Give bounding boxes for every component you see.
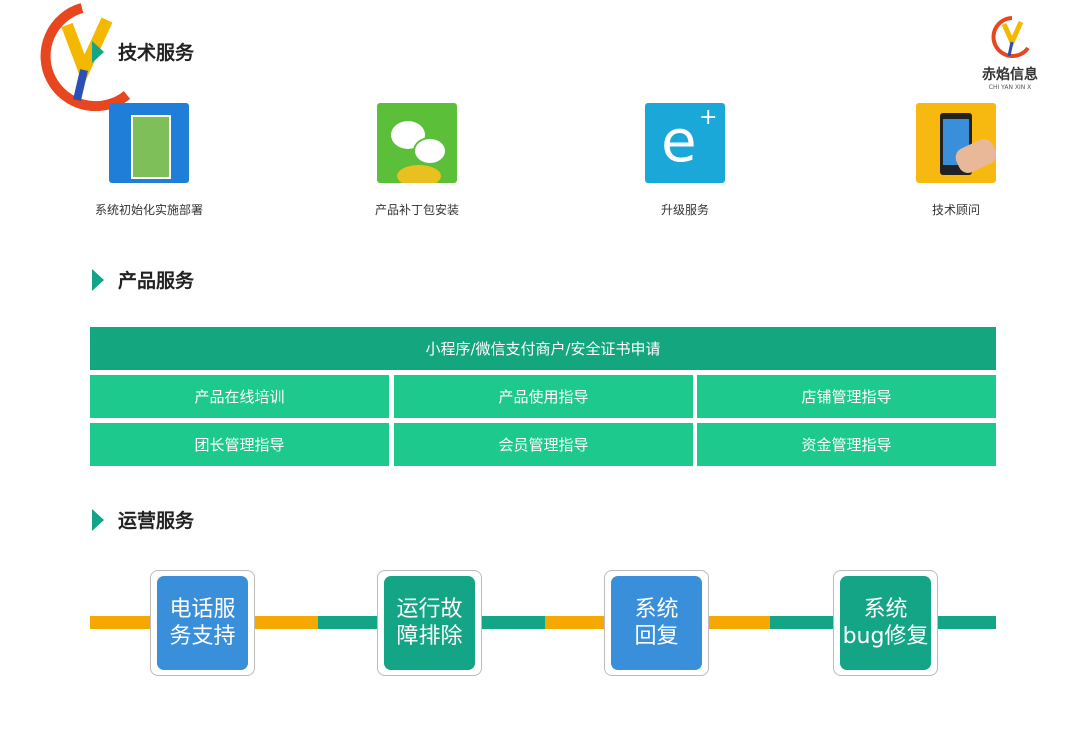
tech-item-deploy[interactable]: 系统初始化实施部署 — [79, 103, 219, 218]
section-label: 技术服务 — [118, 42, 195, 64]
tech-item-upgrade[interactable]: e+ 升级服务 — [615, 103, 755, 218]
product-cell[interactable]: 产品在线培训 — [90, 375, 389, 418]
triangle-icon — [92, 40, 104, 63]
logo-sub: CHI YAN XIN X — [988, 84, 1032, 91]
logo-name: 赤焰信息 — [982, 67, 1038, 83]
ops-step-label: 系统 回复 — [611, 576, 702, 670]
product-cell[interactable]: 团长管理指导 — [90, 423, 389, 466]
ops-step-label: 系统 bug修复 — [840, 576, 931, 670]
product-header: 小程序/微信支付商户/安全证书申请 — [90, 327, 996, 370]
section-tech-title: 技术服务 — [92, 38, 194, 65]
phone-hand-icon — [916, 103, 996, 183]
tech-item-consult[interactable]: 技术顾问 — [886, 103, 1026, 218]
tech-item-label: 升级服务 — [660, 203, 709, 217]
tech-item-label: 技术顾问 — [931, 203, 980, 217]
section-label: 运营服务 — [118, 510, 195, 532]
tech-item-label: 产品补丁包安装 — [374, 203, 459, 217]
triangle-icon — [92, 508, 104, 531]
ops-step-bugfix[interactable]: 系统 bug修复 — [833, 570, 938, 676]
product-cell[interactable]: 店铺管理指导 — [697, 375, 996, 418]
product-cell[interactable]: 资金管理指导 — [697, 423, 996, 466]
section-product-title: 产品服务 — [92, 266, 194, 293]
section-label: 产品服务 — [118, 270, 195, 292]
ops-step-label: 电话服 务支持 — [157, 576, 248, 670]
logo-right: 赤焰信息 CHI YAN XIN X — [970, 14, 1050, 91]
ops-step-label: 运行故 障排除 — [384, 576, 475, 670]
ops-step-troubleshoot[interactable]: 运行故 障排除 — [377, 570, 482, 676]
ops-step-restore[interactable]: 系统 回复 — [604, 570, 709, 676]
wechat-gear-icon — [377, 103, 457, 183]
product-cell[interactable]: 产品使用指导 — [394, 375, 693, 418]
tech-item-patch[interactable]: 产品补丁包安装 — [347, 103, 487, 218]
logo-left — [22, 0, 137, 112]
e-plus-icon: e+ — [645, 103, 725, 183]
system-deploy-icon — [109, 103, 189, 183]
tech-item-label: 系统初始化实施部署 — [94, 203, 203, 217]
section-ops-title: 运营服务 — [92, 506, 194, 533]
triangle-icon — [92, 268, 104, 291]
ops-step-phone[interactable]: 电话服 务支持 — [150, 570, 255, 676]
product-cell[interactable]: 会员管理指导 — [394, 423, 693, 466]
